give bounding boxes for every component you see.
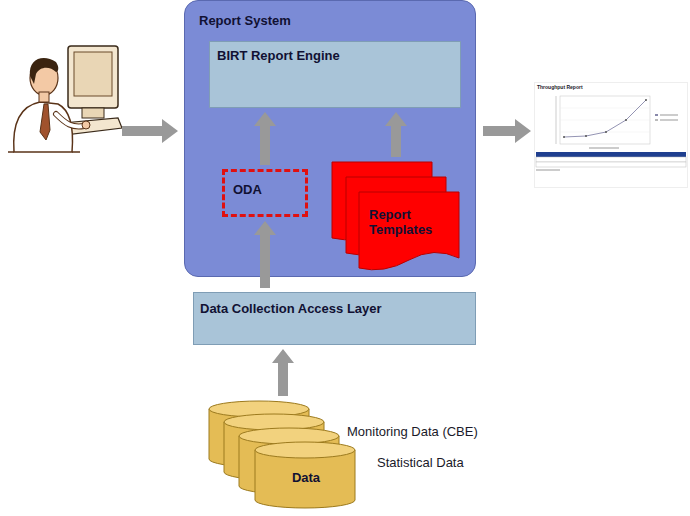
node-label: BIRT Report Engine	[217, 48, 340, 63]
template-stack: Report Templates	[331, 161, 461, 271]
output-arrow	[481, 116, 533, 146]
document-shape	[359, 192, 459, 270]
node-label: Report Templates	[369, 207, 453, 237]
flow-arrow	[385, 112, 407, 157]
flow-arrow	[272, 349, 294, 396]
flow-arrow	[254, 112, 276, 165]
node-label: Data Collection Access Layer	[200, 301, 382, 316]
engine-box: BIRT Report Engine	[209, 41, 461, 108]
node-label: Data	[256, 470, 356, 485]
cylinder-top	[239, 428, 339, 444]
node-label: ODA	[233, 182, 262, 197]
input-arrow	[120, 116, 182, 146]
data-store: Data	[208, 400, 358, 512]
cylinder-body	[255, 450, 355, 508]
system-boundary: Report SystemBIRT Report EngineODA Report…	[184, 0, 476, 277]
flow-arrow	[254, 221, 276, 288]
cylinder-top	[224, 414, 324, 430]
data-label: Monitoring Data (CBE)	[347, 424, 478, 439]
chart-title: Throughput Report	[537, 84, 583, 91]
group-title: Report System	[199, 13, 291, 28]
cylinder-top	[255, 442, 355, 458]
report-thumbnail	[534, 82, 688, 188]
data-label: Statistical Data	[377, 455, 464, 470]
user-illustration	[0, 28, 124, 156]
access-layer-box: Data Collection Access Layer	[193, 292, 476, 345]
oda-box: ODA	[222, 169, 308, 217]
cylinder-stack	[208, 400, 358, 512]
